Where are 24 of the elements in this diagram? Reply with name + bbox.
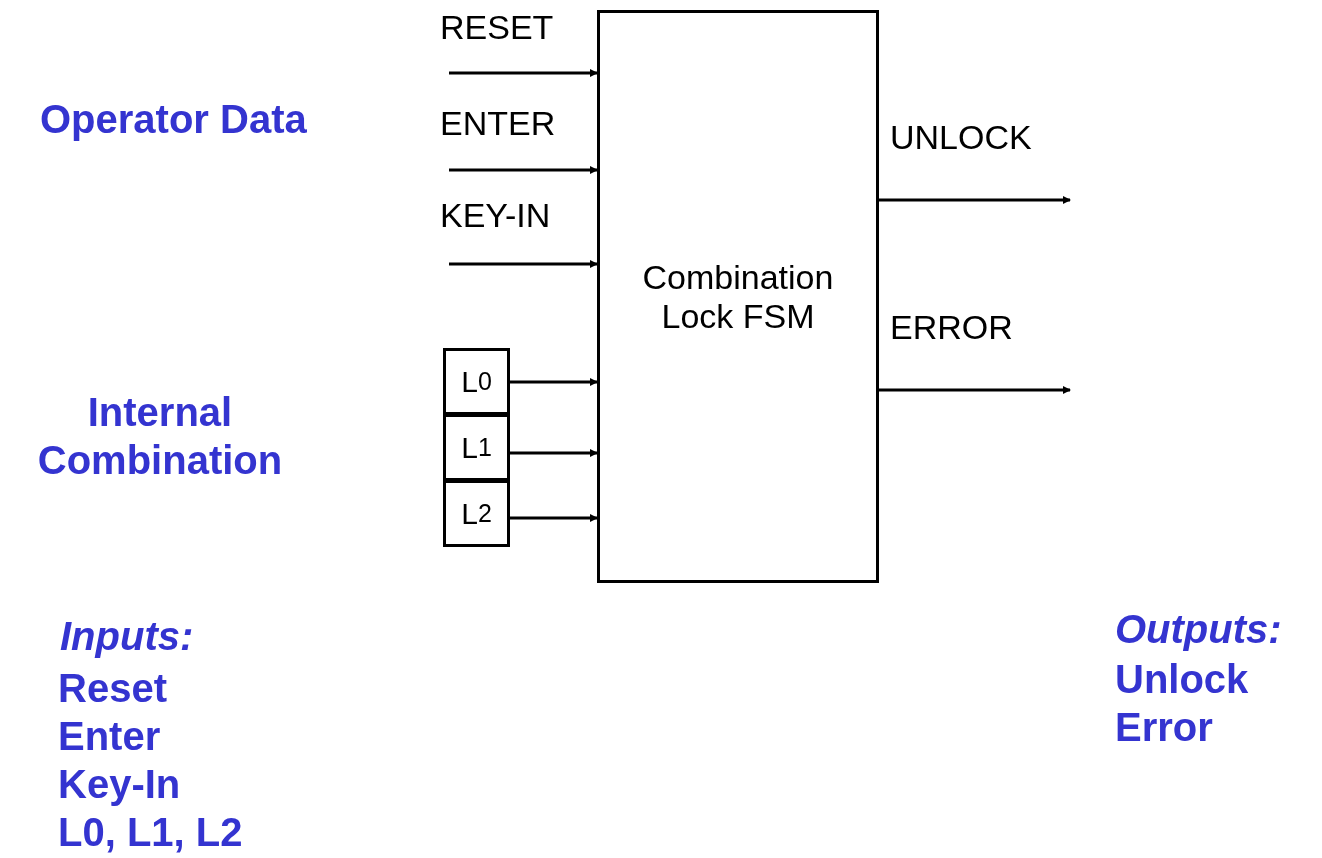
arrow: [510, 449, 598, 457]
annotation-text: Enter: [58, 713, 161, 760]
arrow: [449, 166, 598, 174]
arrow: [510, 514, 598, 522]
signal-label: KEY-IN: [440, 198, 551, 232]
signal-label: RESET: [440, 10, 554, 44]
fsm-block: Combination Lock FSM: [597, 10, 879, 583]
signal-label: UNLOCK: [890, 120, 1032, 154]
arrow: [449, 260, 598, 268]
list-heading: Outputs:: [1115, 606, 1282, 653]
arrow: [449, 69, 598, 77]
arrow: [879, 196, 1071, 204]
signal-label: ERROR: [890, 310, 1013, 344]
annotation-text: L0, L1, L2: [58, 809, 243, 856]
annotation-text: Reset: [58, 665, 167, 712]
arrow: [510, 378, 598, 386]
list-heading: Inputs:: [60, 613, 194, 660]
annotation-text: Internal Combination: [36, 389, 284, 484]
arrow: [879, 386, 1071, 394]
annotation-text: Operator Data: [40, 96, 307, 143]
annotation-text: Key-In: [58, 761, 181, 808]
annotation-text: Unlock: [1115, 656, 1249, 703]
annotation-text: Error: [1115, 704, 1213, 751]
signal-label: ENTER: [440, 106, 556, 140]
